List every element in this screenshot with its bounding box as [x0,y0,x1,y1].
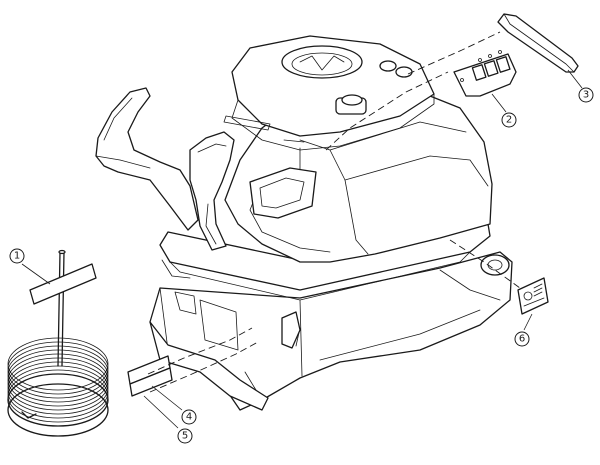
callout-2-label: 2 [506,115,512,126]
callout-6-label: 6 [519,334,525,345]
rating-plate [517,277,549,315]
callout-5-label: 5 [182,431,188,442]
handle-right [189,131,235,251]
assembly-lines [147,31,521,393]
wand-tube [57,249,66,367]
callout-2: 2 [491,93,517,128]
callout-1: 1 [9,248,51,285]
callout-1-label: 1 [14,251,20,262]
callout-5: 5 [143,395,193,444]
callout-4: 4 [151,385,197,425]
decal-5 [129,367,173,397]
handle-grip [497,13,579,73]
callout-3: 3 [567,69,594,103]
callout-3-label: 3 [583,90,589,101]
handle-left [95,87,199,231]
decal-1 [29,263,97,305]
control-decal [453,50,517,97]
callout-6: 6 [514,313,533,347]
machine-body [149,35,513,411]
callout-4-label: 4 [186,412,192,423]
